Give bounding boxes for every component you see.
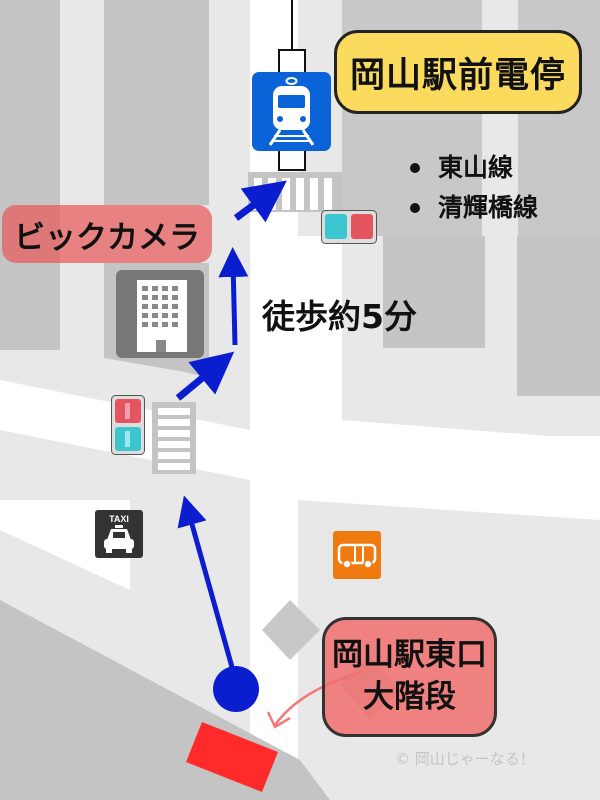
crosswalk-west — [152, 402, 196, 474]
building-icon[interactable] — [116, 270, 204, 358]
taxi-icon[interactable]: TAXI — [95, 510, 143, 558]
walk-time-label: 徒歩約5分 — [262, 297, 417, 336]
bic-camera-label: ビックカメラ — [2, 205, 212, 263]
copyright-text: © 岡山じゃーなる！ — [395, 750, 535, 768]
exit-label-line2: 大階段 — [363, 679, 456, 715]
east-exit-label: 岡山駅東口 大階段 — [322, 617, 497, 737]
tram-signal-icon — [321, 210, 377, 244]
tram-icon[interactable] — [252, 72, 331, 151]
list-item: 東山線 — [410, 148, 538, 188]
tram-lines-list: 東山線 清輝橋線 — [410, 148, 538, 228]
bullet-icon — [410, 203, 420, 213]
start-point-icon — [213, 666, 259, 712]
svg-text:TAXI: TAXI — [109, 514, 129, 524]
pedestrian-signal-icon — [111, 395, 145, 455]
list-item: 清輝橋線 — [410, 188, 538, 228]
bus-icon[interactable] — [333, 531, 381, 579]
exit-label-line1: 岡山駅東口 — [332, 637, 487, 674]
station-name-label: 岡山駅前電停 — [334, 30, 582, 114]
bullet-icon — [410, 163, 420, 173]
